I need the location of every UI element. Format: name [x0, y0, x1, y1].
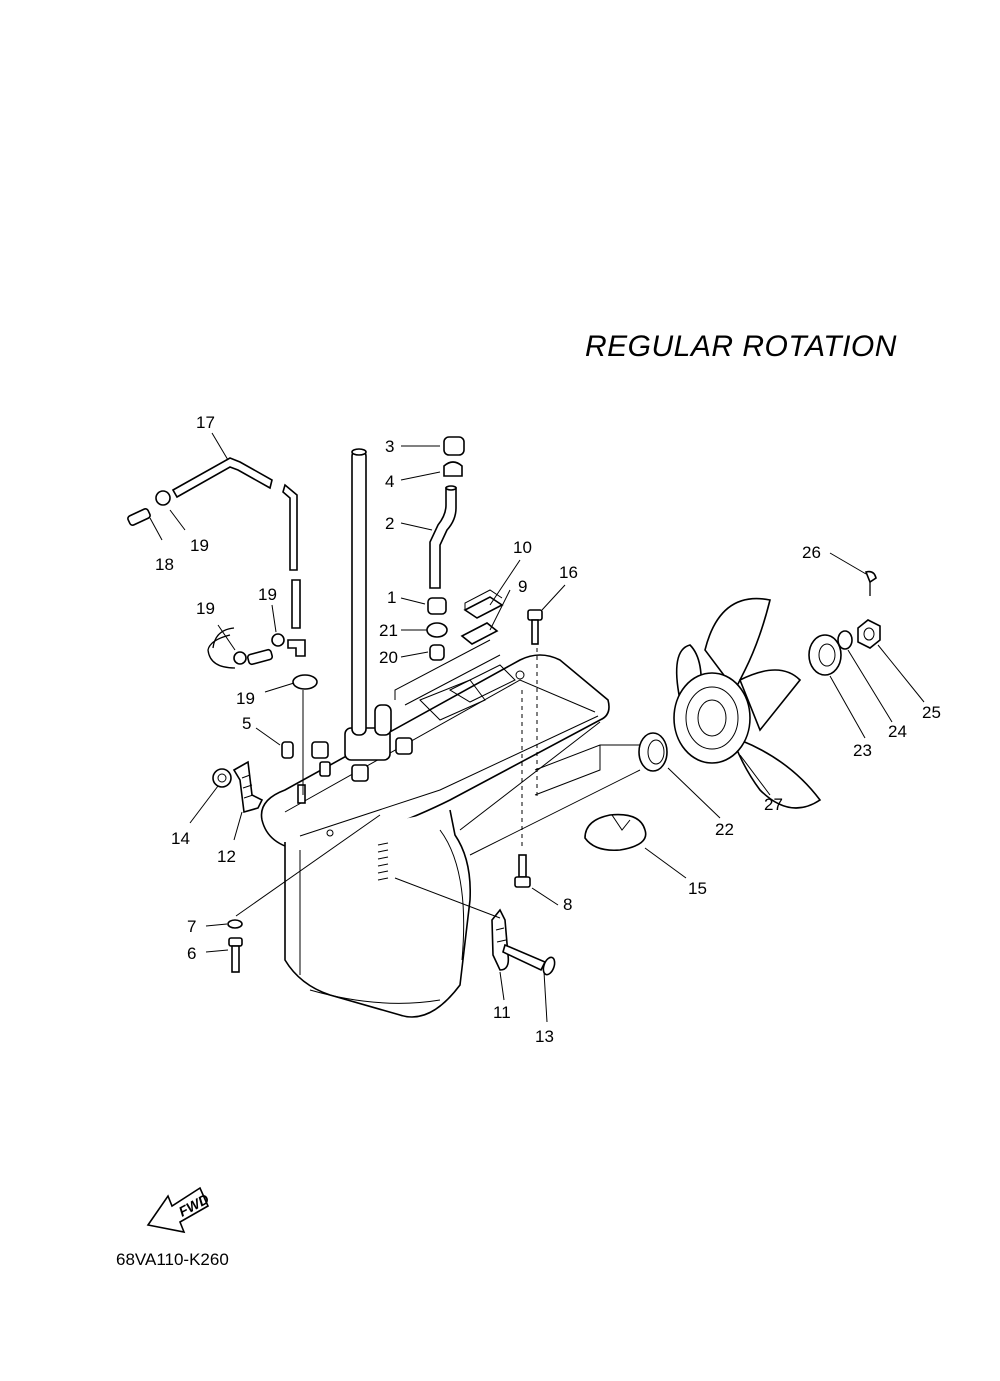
callout-23: 23 [853, 741, 872, 760]
callout-5: 5 [242, 714, 251, 733]
callout-13: 13 [535, 1027, 554, 1046]
stud-bolt [297, 784, 306, 804]
callout-22: 22 [715, 820, 734, 839]
callout-8: 8 [563, 895, 572, 914]
nut-14 [212, 768, 232, 788]
hose-clamp-19 [155, 490, 318, 690]
callout-19c: 19 [258, 585, 277, 604]
callout-3: 3 [385, 437, 394, 456]
callout-27: 27 [764, 795, 783, 814]
leader-lines [149, 432, 925, 1023]
callout-19a: 19 [190, 536, 209, 555]
callout-25: 25 [922, 703, 941, 722]
seal-21 [426, 622, 448, 638]
thrust-washer-22 [638, 732, 668, 772]
bolt-8 [514, 854, 531, 888]
callout-11: 11 [493, 1003, 511, 1022]
washer-7 [227, 919, 243, 929]
callout-14: 14 [171, 829, 190, 848]
hose-17 [171, 457, 306, 669]
callout-6: 6 [187, 944, 196, 963]
dowel-pin-5 [281, 741, 294, 759]
callout-12: 12 [217, 847, 236, 866]
callout-4: 4 [385, 472, 394, 491]
callout-19d: 19 [236, 689, 255, 708]
diagram-code: 68VA110-K260 [116, 1250, 229, 1269]
diagram-title: REGULAR ROTATION [585, 330, 897, 363]
drive-shaft [351, 448, 367, 736]
callout-16: 16 [559, 563, 578, 582]
spacer-23 [808, 634, 842, 676]
water-tube [429, 485, 457, 589]
callout-9: 9 [518, 577, 527, 596]
callout-15: 15 [688, 879, 707, 898]
callout-18: 18 [155, 555, 174, 574]
callout-labels: 3 4 2 1 21 20 10 9 16 17 19 18 19 19 19 … [155, 413, 941, 1046]
rubber-seal-10 [463, 589, 504, 619]
callout-17: 17 [196, 413, 215, 432]
assembly-lines [394, 639, 640, 850]
rubber-seal-9 [460, 622, 499, 645]
washer-24 [837, 630, 853, 650]
nut-25 [857, 619, 881, 649]
grommet-1 [427, 597, 447, 615]
callout-20: 20 [379, 648, 398, 667]
callout-26: 26 [802, 543, 821, 562]
callout-1: 1 [387, 588, 396, 607]
callout-2: 2 [385, 514, 394, 533]
callout-7: 7 [187, 917, 196, 936]
lower-casing [260, 654, 641, 1018]
bolt-6 [228, 937, 243, 973]
trim-tab-15 [584, 813, 647, 852]
propeller-27 [673, 597, 822, 809]
callout-19b: 19 [196, 599, 215, 618]
grommet-4 [443, 461, 463, 477]
callout-21: 21 [379, 621, 398, 640]
plate-12 [232, 760, 264, 814]
bolt-16 [527, 609, 543, 645]
fitting-18 [127, 508, 274, 666]
grommet-3 [443, 436, 465, 456]
screw-13 [502, 943, 556, 976]
collar-20 [429, 644, 445, 661]
fwd-arrow-icon [146, 1186, 210, 1234]
anode-11 [491, 908, 510, 971]
cotter-pin-26 [864, 570, 877, 596]
callout-10: 10 [513, 538, 532, 557]
callout-24: 24 [888, 722, 907, 741]
